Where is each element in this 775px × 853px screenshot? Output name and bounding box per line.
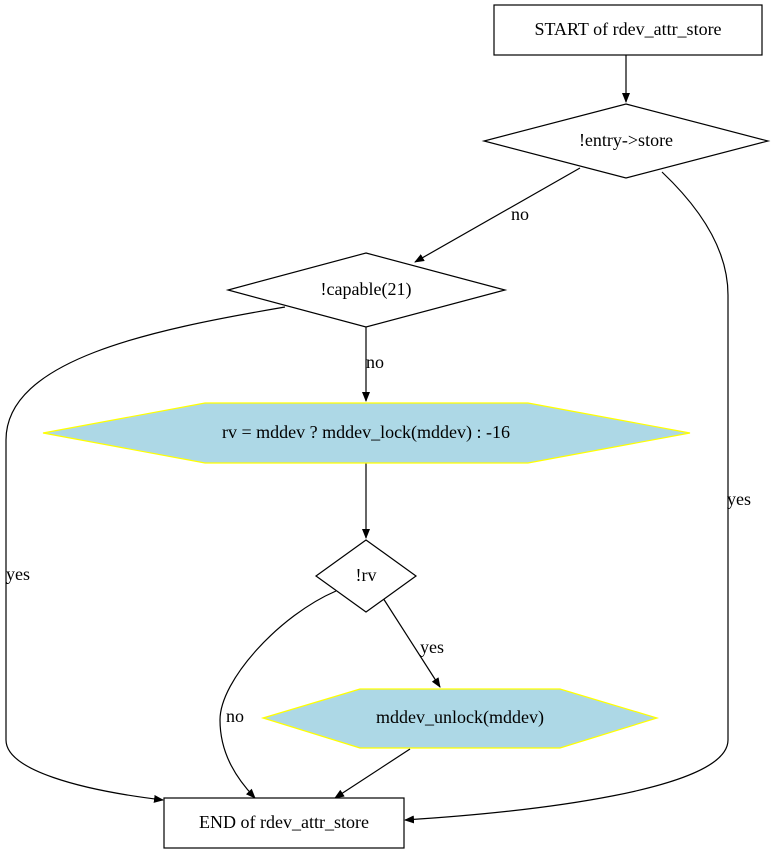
node-check-capable-label: !capable(21): [321, 279, 412, 300]
edge-check-rv-yes: [382, 597, 441, 688]
node-end-label: END of rdev_attr_store: [199, 812, 369, 832]
node-check-store-label: !entry->store: [579, 130, 673, 150]
node-check-rv-label: !rv: [356, 565, 377, 585]
node-unlock-label: mddev_unlock(mddev): [376, 707, 544, 728]
edge-label-check-store-no: no: [511, 204, 529, 224]
edge-check-rv-no: [219, 590, 337, 799]
edge-label-check-capable-no: no: [366, 352, 384, 372]
node-lock: rv = mddev ? mddev_lock(mddev) : -16: [42, 402, 691, 464]
node-unlock: mddev_unlock(mddev): [260, 688, 660, 749]
nodes: START of rdev_attr_store !entry->store !…: [42, 4, 771, 849]
node-end: END of rdev_attr_store: [163, 797, 405, 849]
edges: no yes no yes yes no: [5, 55, 751, 824]
edge-label-check-capable-yes: yes: [6, 564, 30, 584]
edge-check-store-no: [414, 167, 581, 263]
edge-label-check-store-yes: yes: [727, 489, 751, 509]
node-check-store: !entry->store: [481, 103, 771, 179]
node-lock-label: rv = mddev ? mddev_lock(mddev) : -16: [222, 422, 510, 443]
node-check-capable: !capable(21): [225, 252, 508, 328]
edge-check-capable-yes: [5, 306, 286, 803]
edge-label-check-rv-yes: yes: [420, 637, 444, 657]
node-start-label: START of rdev_attr_store: [534, 19, 721, 39]
node-check-rv: !rv: [314, 539, 418, 613]
node-start: START of rdev_attr_store: [493, 4, 763, 56]
edge-unlock-to-end: [334, 748, 411, 799]
edge-check-store-yes: [404, 171, 729, 824]
edge-label-check-rv-no: no: [226, 706, 244, 726]
